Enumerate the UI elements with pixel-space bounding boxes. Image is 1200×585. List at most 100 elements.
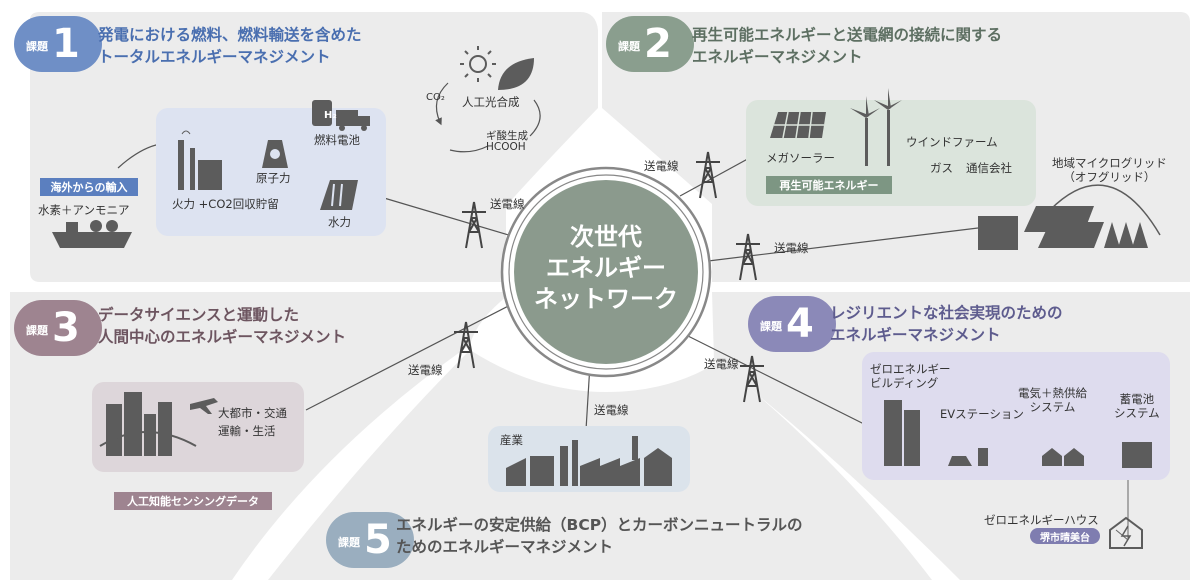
industry-label: 産業 <box>500 433 523 447</box>
site-tag: 堺市晴美台 <box>1030 528 1100 544</box>
section1-title: 発電における燃料、燃料輸送を含めた トータルエネルギーマネジメント <box>98 24 362 68</box>
line-label-s3: 送電線 <box>408 363 443 377</box>
thermal-plant-icon <box>178 130 222 190</box>
title-line: ためのエネルギーマネジメント <box>396 538 614 556</box>
transmission-tower-icon <box>454 151 764 403</box>
badge-number: 1 <box>52 21 80 67</box>
solar-panel-icon <box>770 111 826 139</box>
microgrid-label: 地域マイクログリッド （オフグリッド） <box>1052 156 1167 184</box>
section4-title: レジリエントな社会実現のための エネルギーマネジメント <box>830 302 1063 346</box>
fuelcell-label: 燃料電池 <box>314 133 360 147</box>
badge-number: 2 <box>644 21 672 67</box>
hub-label: 次世代 エネルギー ネットワーク <box>514 222 698 315</box>
factory-icon <box>506 436 672 486</box>
title-line: データサイエンスと運動した <box>98 306 300 324</box>
badge-number: 4 <box>786 301 814 347</box>
line-label-s4: 送電線 <box>704 357 739 371</box>
hydro-label: 水力 <box>328 215 351 229</box>
ship-icon <box>52 220 132 248</box>
badge-kadai: 課題 <box>338 536 360 549</box>
microgrid-icon <box>978 184 1161 250</box>
co2-label: CO₂ <box>426 92 445 103</box>
title-line: エネルギーマネジメント <box>692 48 863 66</box>
city-label: 大都市・交通 運輸・生活 <box>218 404 287 440</box>
gas-label: ガス <box>930 161 953 175</box>
title-line: エネルギーの安定供給（BCP）とカーボンニュートラルの <box>396 516 803 534</box>
battery-icon <box>1122 442 1152 468</box>
import-tag: 海外からの輸入 <box>40 178 138 196</box>
ai-sensing-tag: 人工知能センシングデータ <box>114 492 272 510</box>
h2-label: H₂ <box>324 110 337 121</box>
title-line: エネルギーマネジメント <box>830 326 1001 344</box>
microgrid-line: 地域マイクログリッド <box>1052 156 1167 170</box>
zero-energy-house-icon <box>1109 516 1143 549</box>
badge-kadai: 課題 <box>760 320 782 333</box>
line-label-s5: 送電線 <box>594 403 629 417</box>
nuclear-icon <box>262 140 288 168</box>
zeb-line: ビルディング <box>870 376 939 390</box>
city-line: 大都市・交通 <box>218 406 287 420</box>
city-icon <box>99 392 197 456</box>
hcooh-label: HCOOH <box>486 141 526 153</box>
title-line: トータルエネルギーマネジメント <box>98 48 331 66</box>
mega-solar-label: メガソーラー <box>766 151 835 165</box>
title-line: 人間中心のエネルギーマネジメント <box>98 328 347 346</box>
battery-label: 蓄電池 システム <box>1114 392 1160 420</box>
thermal-label: 火力 +CO2回収貯留 <box>172 197 279 211</box>
zero-energy-building-icon <box>884 400 920 466</box>
zeb-line: ゼロエネルギー <box>870 362 951 376</box>
section2-badge: 課題 2 <box>606 16 694 72</box>
title-line: レジリエントな社会実現のための <box>830 304 1063 322</box>
section5-title: エネルギーの安定供給（BCP）とカーボンニュートラルの ためのエネルギーマネジメ… <box>396 514 803 558</box>
badge-kadai: 課題 <box>618 40 640 53</box>
fuel-cell-icon <box>312 100 370 131</box>
leaf-icon <box>498 58 534 90</box>
hub-line-3: ネットワーク <box>534 285 678 313</box>
battery-line: 蓄電池 <box>1119 392 1155 406</box>
hub-line-2: エネルギー <box>546 254 666 282</box>
chp-line: 電気＋熱供給 <box>1018 386 1087 400</box>
chp-line: システム <box>1029 400 1076 414</box>
battery-line: システム <box>1114 406 1160 420</box>
badge-number: 3 <box>52 305 80 351</box>
renewable-tag: 再生可能エネルギー <box>766 176 892 194</box>
section1-badge: 課題 1 <box>14 16 102 72</box>
chp-label: 電気＋熱供給 システム <box>1018 386 1087 414</box>
section5-badge: 課題 5 <box>326 512 414 568</box>
nuclear-label: 原子力 <box>256 171 291 185</box>
zeb-label: ゼロエネルギー ビルディング <box>870 362 951 390</box>
formic-acid-label: ギ酸生成 <box>486 130 528 142</box>
section3-badge: 課題 3 <box>14 300 102 356</box>
badge-number: 5 <box>364 517 392 563</box>
house-icon <box>1042 448 1084 466</box>
city-line: 運輸・生活 <box>218 424 276 438</box>
hub-line-1: 次世代 <box>570 223 642 251</box>
badge-kadai: 課題 <box>26 40 48 53</box>
ev-station-icon <box>948 448 988 466</box>
zeh-label: ゼロエネルギーハウス <box>984 513 1099 527</box>
airplane-icon <box>190 398 218 414</box>
hydrogen-ammonia-label: 水素＋アンモニア <box>38 203 130 217</box>
line-label-s1: 送電線 <box>490 197 525 211</box>
microgrid-line: （オフグリッド） <box>1063 170 1156 184</box>
photosynthesis-label: 人工光合成 <box>462 95 520 109</box>
wind-farm-label: ウインドファーム <box>906 135 998 149</box>
badge-kadai: 課題 <box>26 324 48 337</box>
title-line: 発電における燃料、燃料輸送を含めた <box>98 26 362 44</box>
line-label-s2a: 送電線 <box>644 159 679 173</box>
hydro-dam-icon <box>320 180 358 210</box>
section4-badge: 課題 4 <box>748 296 836 352</box>
section3-title: データサイエンスと運動した 人間中心のエネルギーマネジメント <box>98 304 346 348</box>
telecom-label: 通信会社 <box>966 161 1012 175</box>
wind-turbine-icon <box>850 88 902 166</box>
sun-icon <box>460 46 496 82</box>
title-line: 再生可能エネルギーと送電網の接続に関する <box>692 26 1003 44</box>
section2-title: 再生可能エネルギーと送電網の接続に関する エネルギーマネジメント <box>692 24 1002 68</box>
ev-station-label: EVステーション <box>940 407 1024 421</box>
